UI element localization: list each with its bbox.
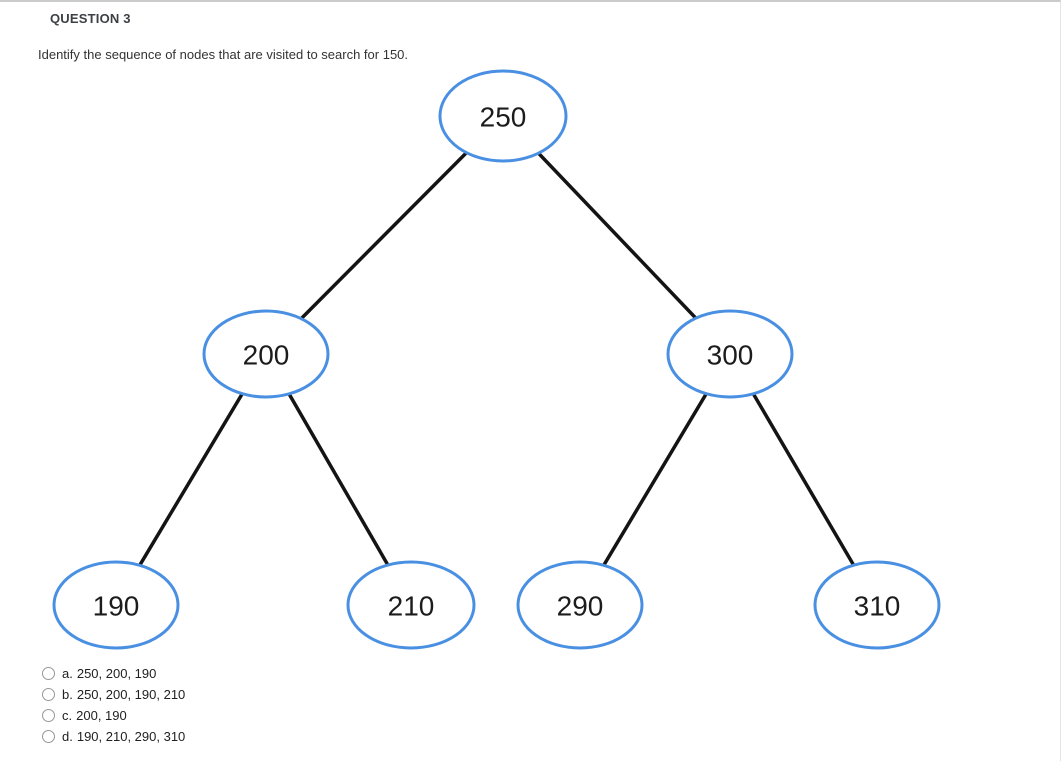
tree-edge-250-300	[501, 114, 732, 356]
tree-node-300: 300	[666, 309, 794, 399]
option-b[interactable]: b. 250, 200, 190, 210	[42, 684, 185, 705]
radio-button-d[interactable]	[42, 730, 55, 743]
tree-edge-200-190	[114, 353, 268, 606]
radio-button-b[interactable]	[42, 688, 55, 701]
option-a[interactable]: a. 250, 200, 190	[42, 663, 185, 684]
tree-node-190: 190	[52, 560, 180, 650]
option-c[interactable]: c. 200, 190	[42, 705, 185, 726]
tree-node-ellipse	[52, 560, 180, 650]
tree-node-200: 200	[202, 309, 330, 399]
question-prompt: Identify the sequence of nodes that are …	[38, 47, 409, 62]
option-text: 250, 200, 190, 210	[76, 687, 186, 702]
tree-node-label: 310	[854, 591, 901, 622]
option-letter: c.	[62, 708, 73, 723]
tree-node-label: 290	[557, 591, 604, 622]
tree-node-ellipse	[666, 309, 794, 399]
tree-node-label: 200	[243, 340, 290, 371]
tree-node-ellipse	[438, 69, 568, 163]
option-text: 190, 210, 290, 310	[76, 729, 186, 744]
tree-node-label: 190	[93, 591, 140, 622]
answer-options: a. 250, 200, 190 b. 250, 200, 190, 210 c…	[42, 663, 185, 747]
tree-node-ellipse	[813, 560, 941, 650]
tree-edge-300-290	[578, 353, 732, 606]
tree-node-ellipse	[346, 560, 476, 650]
tree-edge-250-200	[264, 114, 505, 356]
question-header: QUESTION 3	[50, 11, 131, 26]
option-letter: a.	[62, 666, 73, 681]
option-d[interactable]: d. 190, 210, 290, 310	[42, 726, 185, 747]
option-letter: b.	[62, 687, 73, 702]
tree-node-210: 210	[346, 560, 476, 650]
radio-button-a[interactable]	[42, 667, 55, 680]
option-letter: d.	[62, 729, 73, 744]
bst-diagram: 250 200 300 190 210 290 310	[52, 69, 941, 650]
tree-node-250: 250	[438, 69, 568, 163]
option-text: 250, 200, 190	[76, 666, 157, 681]
tree-node-label: 250	[480, 102, 527, 133]
tree-node-ellipse	[516, 560, 644, 650]
tree-node-ellipse	[202, 309, 330, 399]
tree-node-310: 310	[813, 560, 941, 650]
tree-node-label: 300	[707, 340, 754, 371]
tree-edge-200-210	[264, 353, 413, 606]
tree-node-label: 210	[388, 591, 435, 622]
radio-button-c[interactable]	[42, 709, 55, 722]
tree-node-290: 290	[516, 560, 644, 650]
option-text: 200, 190	[76, 708, 127, 723]
tree-edge-300-310	[728, 353, 879, 606]
